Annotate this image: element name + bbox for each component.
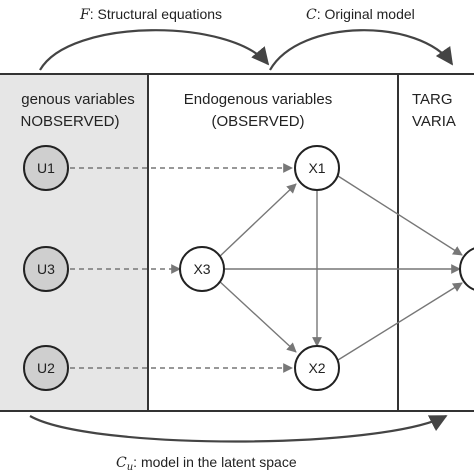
node-u2-label: U2 <box>37 360 55 376</box>
edge-x3-x2 <box>217 279 297 353</box>
structural-equations-label: F: Structural equations <box>79 6 222 23</box>
original-model-label: C: Original model <box>306 6 415 23</box>
structural-text: : Structural equations <box>90 6 222 22</box>
exogenous-header-line2: NOBSERVED) <box>21 113 120 130</box>
latent-text: : model in the latent space <box>133 454 297 470</box>
exogenous-header-line1: genous variables <box>21 91 134 108</box>
original-symbol: C <box>306 7 317 23</box>
latent-space-arrow <box>29 415 448 443</box>
edge-x1-target <box>337 175 463 256</box>
endogenous-header-line1: Endogenous variables <box>184 91 332 108</box>
endogenous-header-line2: (OBSERVED) <box>211 113 304 130</box>
target-header-line1: TARG <box>412 91 453 108</box>
latent-space-label: Cu: model in the latent space <box>116 454 297 473</box>
original-text: : Original model <box>317 6 415 22</box>
structural-equations-arrow <box>39 29 270 71</box>
node-x1: X1 <box>294 145 340 191</box>
node-u3: U3 <box>23 246 69 292</box>
endogenous-panel <box>147 73 399 412</box>
node-x3: X3 <box>179 246 225 292</box>
structural-symbol: F <box>79 7 91 23</box>
original-model-arrow <box>269 29 454 71</box>
target-header-line2: VARIA <box>412 113 456 130</box>
node-u3-label: U3 <box>37 261 55 277</box>
node-x1-label: X1 <box>308 160 325 176</box>
node-x2-label: X2 <box>308 360 325 376</box>
latent-subscript: u <box>127 462 133 473</box>
edge-x3-x1 <box>217 183 297 259</box>
node-x2: X2 <box>294 345 340 391</box>
node-u1-label: U1 <box>37 160 55 176</box>
node-u1: U1 <box>23 145 69 191</box>
target-panel <box>397 73 474 412</box>
node-x3-label: X3 <box>193 261 210 277</box>
node-u2: U2 <box>23 345 69 391</box>
node-target <box>459 247 474 291</box>
edge-x2-target <box>337 282 463 361</box>
exogenous-panel <box>0 73 149 412</box>
latent-symbol: C <box>116 455 127 471</box>
